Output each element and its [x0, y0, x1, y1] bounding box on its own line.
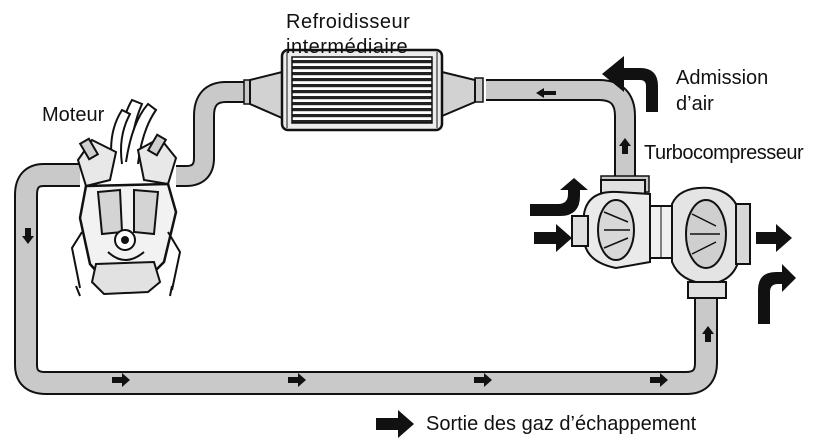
black-arrow-icon — [376, 410, 414, 438]
pipe-flow-arrow-right-4 — [650, 373, 668, 387]
pipe-flow-arrow-right-1 — [112, 373, 130, 387]
pipe-flow-arrow-down-left — [22, 228, 34, 244]
pipe-flow-arrow-right-3 — [474, 373, 492, 387]
engine-label: Moteur — [42, 104, 105, 126]
pipe-flow-arrow-up-turbo — [619, 138, 631, 154]
intercooler — [249, 48, 476, 132]
intercooler-label-line1: Refroidisseur — [286, 11, 411, 33]
pipe-flow-arrow-right-2 — [288, 373, 306, 387]
turbocharger-icon — [571, 179, 751, 299]
air-intake-label-line1: Admission — [676, 67, 769, 89]
curved-arrow-up-right — [758, 264, 796, 324]
intercooler-label-line2: intermédiaire — [286, 36, 409, 58]
pipe-flow-arrow-up-return — [702, 326, 714, 342]
arrow-right-into-turbo — [534, 224, 572, 252]
air-intake-arrow-icon — [602, 56, 658, 112]
turbocharger-label: Turbocompresseur — [644, 142, 804, 164]
air-intake-label-line2: d’air — [676, 93, 714, 115]
legend-exhaust-label: Sortie des gaz d’échappement — [426, 413, 697, 435]
engine-cutaway-icon — [70, 98, 182, 297]
curved-arrow-up-left — [530, 178, 588, 216]
exhaust-return-pipe — [14, 163, 718, 395]
arrow-right-out-turbo — [756, 224, 792, 252]
pipe-network — [14, 79, 718, 395]
pipe-flow-arrow-left-top — [536, 88, 556, 98]
flow-arrows — [22, 56, 796, 438]
charge-air-pipe — [175, 79, 636, 187]
